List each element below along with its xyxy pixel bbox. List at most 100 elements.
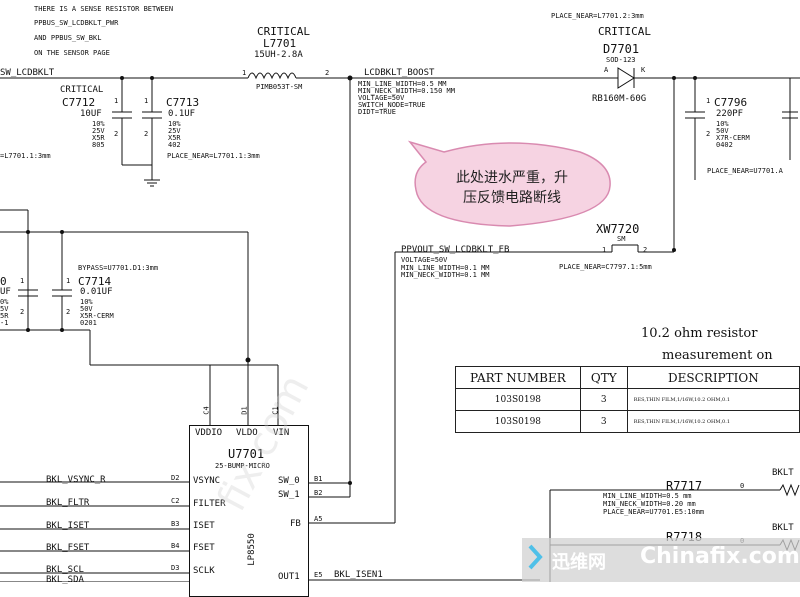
ic-top-pin-1-name: VLDO [236,428,258,438]
net-bkl-vsync: BKL_VSYNC_R [46,475,106,485]
ic-pin-sw1: SW_1 [278,490,300,500]
ppvout-prop-2: MIN_NECK_WIDTH=0.1 MM [401,271,490,279]
c7714-spec-4: 0201 [80,319,97,327]
c7714-spec-2: 50V [80,305,93,313]
c7796-pin2: 2 [706,130,711,138]
sense-note-line2: PPBUS_SW_LCDBKLT_PWR [34,19,119,27]
c-left-pin2: 2 [20,308,25,316]
d7701-part: RB160M-60G [592,94,647,104]
boost-prop-1: MIN_NECK_WIDTH=0.150 MM [358,87,455,95]
l7701-pin2: 2 [325,69,330,77]
sense-note-line1: THERE IS A SENSE RESISTOR BETWEEN [34,5,174,13]
l7701-value: 15UH-2.8A [254,50,303,60]
c7713-spec-3: X5R [168,134,181,142]
parts-table: PART NUMBER QTY DESCRIPTION 103S0198 3 R… [455,366,800,433]
net-bkl-fltr: BKL_FLTR [46,498,90,508]
ic-pin-b4: B4 [171,542,180,550]
boost-prop-0: MIN_LINE_WIDTH=0.5 MM [358,80,447,88]
parts-table-header: PART NUMBER QTY DESCRIPTION [455,366,800,389]
c7712-spec-1: 10% [92,120,105,128]
net-ppvout: PPVOUT_SW_LCDBKLT_FB [401,245,510,255]
ic-pin-filter: FILTER [193,499,226,509]
xw7720-ref: XW7720 [596,222,640,236]
row-0-qty: 3 [579,388,628,411]
header-part-number: PART NUMBER [455,366,581,389]
c7713-spec-4: 402 [168,141,181,149]
c7714-spec-3: X5R-CERM [80,312,114,320]
ic-u7701 [189,425,309,597]
c7712-spec-2: 25V [92,127,105,135]
l7701-ref: L7701 [263,37,297,50]
resistor-note-line2: measurement on [662,348,773,363]
ic-top-pin-2-name: VIN [273,428,290,438]
header-qty: QTY [579,366,628,389]
ic-pin-sclk: SCLK [193,566,215,576]
table-row: 103S0198 3 RES,THIN FILM,1/16W,10.2 OHM,… [455,410,800,433]
c7713-spec-1: 10% [168,120,181,128]
row-0-description: RES,THIN FILM,1/16W,10.2 OHM,0.1 [626,388,800,411]
c7712-spec-3: X5R [92,134,105,142]
c7712-spec-4: 805 [92,141,105,149]
c7796-pin1: 1 [706,97,711,105]
c7714-spec-1: 10% [80,298,93,306]
annotation-text: 此处进水严重，升 压反馈电路断线 [432,168,592,208]
c-left-spec-2: 5V [0,305,9,313]
row-1-qty: 3 [579,410,628,433]
c7713-spec-2: 25V [168,127,181,135]
annotation-line2: 压反馈电路断线 [463,190,561,206]
net-bkl-fset: BKL_FSET [46,543,90,553]
ppvout-prop-1: MIN_LINE_WIDTH=0.1 MM [401,264,490,272]
xw7720-pin2: 2 [643,246,648,254]
c7713-ref: C7713 [166,96,200,109]
place-near-xw: PLACE_NEAR=C7797.1:5mm [559,263,652,271]
annotation-bubble [408,140,611,227]
d7701-critical: CRITICAL [598,25,651,38]
sense-note-line3: AND PPBUS_SW_BKL [34,34,102,42]
c-left-ref: 0 [0,275,7,288]
c-left-spec-3: 5R [0,312,9,320]
place-near-c7796: PLACE_NEAR=U7701.A [707,167,783,175]
sense-note-line4: ON THE SENSOR PAGE [34,49,110,57]
place-near-c7713: PLACE_NEAR=L7701.1:3mm [167,152,260,160]
place-near-d7701: PLACE_NEAR=L7701.2:3mm [551,12,644,20]
ic-pin-vsync: VSYNC [193,476,221,486]
ic-package: 25-BUMP-MICRO [215,462,270,470]
logo-brand-cn: 迅维网 [552,552,606,573]
ic-pin-e5: E5 [314,571,323,579]
schematic-wires [0,67,800,582]
c7796-spec-0: 220PF [716,109,744,119]
ic-top-pin-0-name: VDDIO [195,428,223,438]
l7701-part: PIMB053T-SM [256,83,303,91]
c-left-spec-0: UF [0,287,11,297]
table-row: 103S0198 3 RES,THIN FILM,1/16W,10.2 OHM,… [455,388,800,411]
r7717-pin: 0 [740,482,745,490]
logo-brand-en: Chinafix.com [640,544,800,569]
c7712-spec-0: 10UF [80,109,102,119]
ic-pin-fset: FSET [193,543,215,553]
net-lcdbklt-boost: LCDBKLT_BOOST [364,68,435,78]
boost-prop-3: SWITCH_NODE=TRUE [358,101,426,109]
r7717-ref: R7717 [666,479,703,493]
c7796-ref: C7796 [714,96,748,109]
ic-pin-c2: C2 [171,497,180,505]
c7714-pin1: 1 [66,277,71,285]
place-near-l-left: =L7701.1:3mm [0,152,51,160]
c7796-spec-3: X7R-CERM [716,134,750,142]
ic-pin-d2: D2 [171,474,180,482]
d7701-package: SOD-123 [606,56,636,64]
l7701-pin1: 1 [242,69,247,77]
ic-pin-fb: FB [290,519,301,529]
chinafix-logo [522,538,800,582]
c7796-spec-4: 0402 [716,141,733,149]
c7714-pin2: 2 [66,308,71,316]
bypass-note: BYPASS=U7701.D1:3mm [78,264,159,272]
c7712-ref: C7712 [62,96,96,109]
ic-top-pin-0-num: C4 [202,406,211,415]
c-left-pin1: 1 [20,277,25,285]
boost-prop-4: DIDT=TRUE [358,108,396,116]
logo-arrow-icon [528,544,543,570]
c7714-spec-0: 0.01UF [80,287,113,297]
ic-pin-b3: B3 [171,520,180,528]
row-1-part-number: 103S0198 [455,410,581,433]
r7717-prop-2: PLACE_NEAR=U7701.E5:10mm [603,508,705,516]
